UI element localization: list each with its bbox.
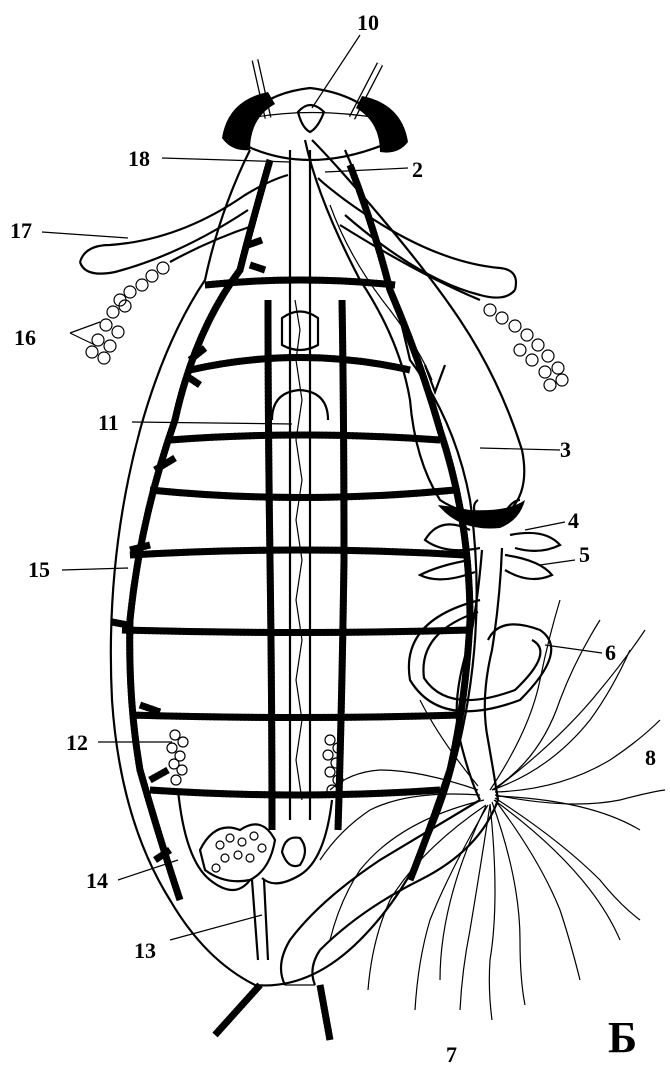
- label-17: 17: [10, 218, 32, 243]
- label-18: 18: [128, 146, 150, 171]
- label-8: 8: [645, 745, 656, 770]
- head: [222, 60, 408, 160]
- label-13: 13: [134, 938, 156, 963]
- label-5: 5: [579, 542, 590, 567]
- label-11: 11: [98, 410, 119, 435]
- label-12: 12: [66, 730, 88, 755]
- label-3: 3: [560, 437, 571, 462]
- label-7: 7: [446, 1042, 457, 1065]
- panel-letter: Б: [608, 1013, 637, 1062]
- label-14: 14: [86, 868, 108, 893]
- label-16: 16: [14, 325, 36, 350]
- label-4: 4: [568, 508, 579, 533]
- label-6: 6: [605, 640, 616, 665]
- left-eye-shape: [222, 92, 275, 150]
- label-15: 15: [28, 557, 50, 582]
- label-10: 10: [357, 10, 379, 35]
- right-eye-shape: [356, 96, 408, 153]
- reproductive-organs: [167, 730, 343, 960]
- label-2: 2: [412, 157, 423, 182]
